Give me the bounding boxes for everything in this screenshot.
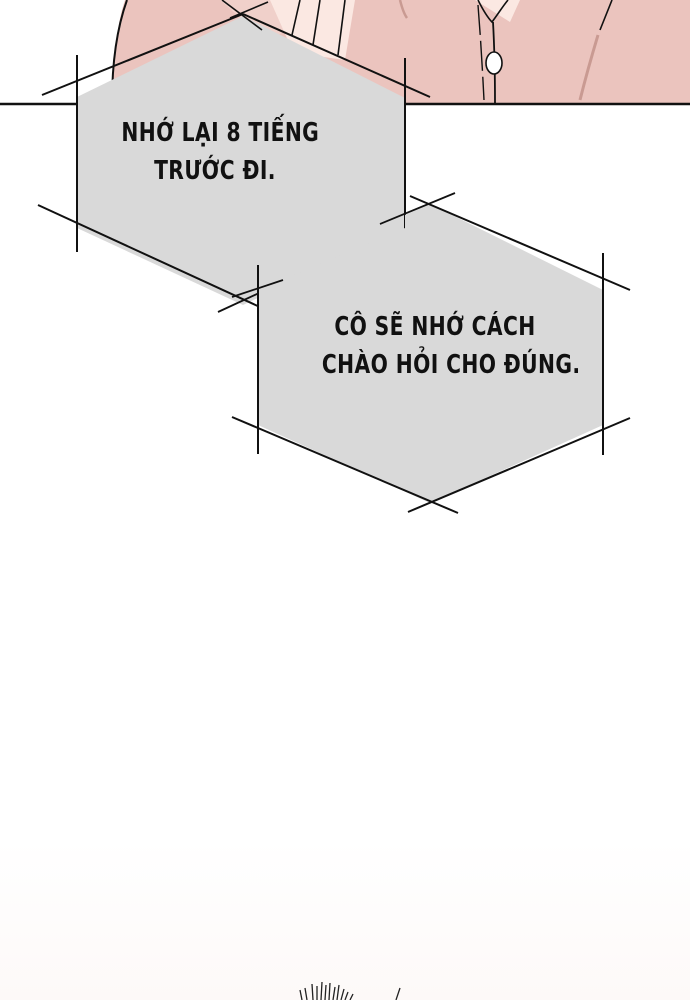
speech-bubble-1-shape: [37, 0, 431, 313]
speech-bubble-2-shape: [231, 192, 631, 514]
bubble-2-line-2: CHÀO HỎI CHO ĐÚNG.: [321, 350, 581, 380]
hair-illustration: [299, 981, 401, 1000]
shirt-button: [485, 51, 503, 75]
bubble-1-line-1: NHỚ LẠI 8 TIẾNG: [121, 118, 320, 148]
bubble-2-line-1: CÔ SẼ NHỚ CÁCH: [334, 312, 536, 342]
speech-bubble-2-text: CÔ SẼ NHỚ CÁCH CHÀO HỎI CHO ĐÚNG.: [321, 308, 581, 384]
bottom-fade-area: [0, 840, 690, 1000]
speech-bubble-1-text: NHỚ LẠI 8 TIẾNG TRƯỚC ĐI.: [121, 114, 320, 190]
bubble-1-line-2: TRƯỚC ĐI.: [154, 156, 276, 186]
